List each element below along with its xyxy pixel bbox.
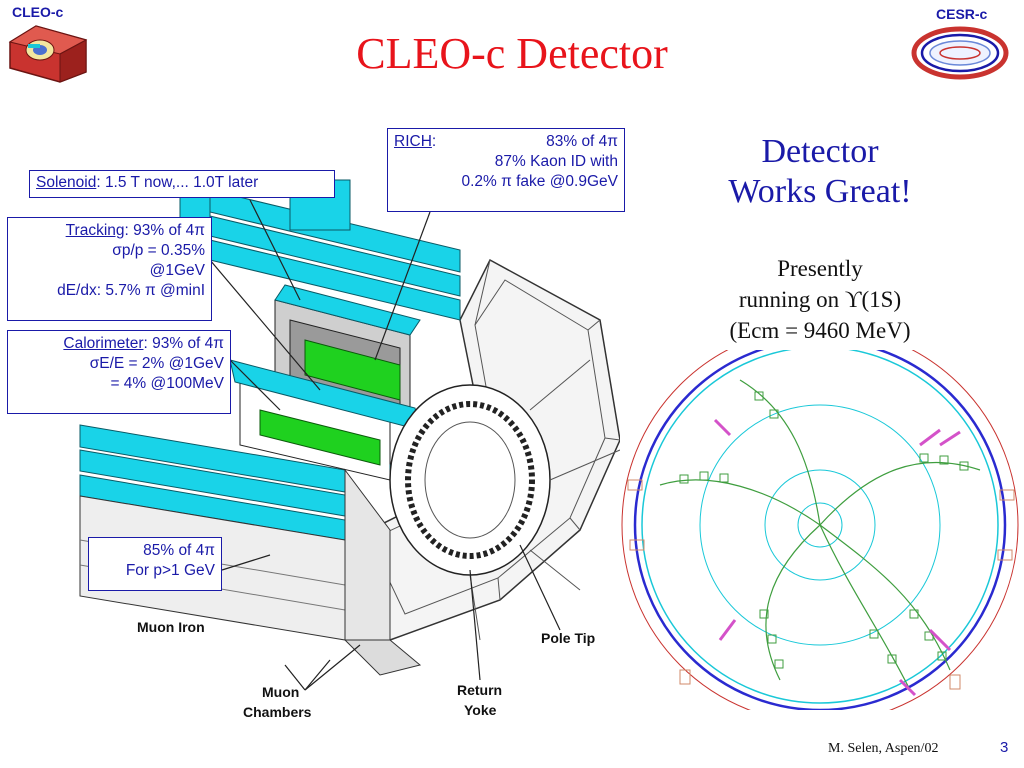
page-title: CLEO-c Detector bbox=[356, 29, 668, 78]
tracking-label: Tracking bbox=[65, 222, 125, 239]
page-number: 3 bbox=[1000, 739, 1009, 756]
solenoid-info-box: Solenoid: 1.5 T now,... 1.0T later bbox=[29, 170, 335, 198]
status-headline-line1: Detector bbox=[761, 133, 879, 170]
running-status: Presently running on ϒ(1S) (Ecm = 9460 M… bbox=[680, 253, 960, 346]
status-headline: Detector Works Great! bbox=[700, 132, 940, 212]
muon-chambers-label-line2: Chambers bbox=[243, 704, 312, 720]
muon-coverage: 85% of 4π bbox=[143, 542, 215, 559]
rich-fake-rate: 0.2% π fake @0.9GeV bbox=[461, 173, 618, 190]
rich-coverage: 83% of 4π bbox=[546, 133, 618, 150]
tracking-momentum-resolution: σp/p = 0.35% bbox=[112, 242, 205, 259]
cleo-c-logo-icon bbox=[8, 25, 88, 83]
rich-info-box: RICH: 83% of 4π 87% Kaon ID with 0.2% π … bbox=[387, 128, 625, 212]
solenoid-label: Solenoid bbox=[36, 174, 97, 191]
rich-colon: : bbox=[431, 133, 437, 150]
lower-frame bbox=[343, 468, 422, 676]
muon-iron-label: Muon Iron bbox=[137, 619, 205, 635]
status-headline-line2: Works Great! bbox=[728, 173, 912, 210]
tracking-dedx: dE/dx: 5.7% π @minI bbox=[57, 282, 205, 299]
cesr-c-ring-icon bbox=[911, 26, 1009, 80]
running-status-line2: running on ϒ(1S) bbox=[738, 287, 902, 312]
pole-tip-ring bbox=[389, 384, 551, 576]
tracking-coverage: : 93% of 4π bbox=[124, 222, 206, 239]
solenoid-field: : 1.5 T now,... 1.0T later bbox=[96, 174, 259, 191]
calorimeter-info-box: Calorimeter: 93% of 4π σE/E = 2% @1GeV =… bbox=[7, 330, 231, 414]
rich-label: RICH bbox=[394, 133, 432, 150]
pole-tip-label: Pole Tip bbox=[541, 630, 596, 646]
cleo-c-logo-label: CLEO-c bbox=[12, 4, 64, 20]
calorimeter-resolution-100mev: = 4% @100MeV bbox=[110, 375, 224, 392]
calorimeter-coverage: : 93% of 4π bbox=[143, 335, 225, 352]
return-yoke-label-line2: Yoke bbox=[464, 702, 497, 718]
event-display bbox=[620, 350, 1024, 710]
muon-info-box: 85% of 4π For p>1 GeV bbox=[88, 537, 222, 591]
cesr-c-logo-label: CESR-c bbox=[936, 6, 988, 22]
footer-credit: M. Selen, Aspen/02 bbox=[828, 741, 939, 756]
tracking-momentum-ref: @1GeV bbox=[149, 262, 205, 279]
calorimeter-label: Calorimeter bbox=[63, 335, 144, 352]
muon-chambers-label-line1: Muon bbox=[262, 684, 300, 700]
running-status-line3: (Ecm = 9460 MeV) bbox=[729, 318, 911, 343]
muon-momentum-threshold: For p>1 GeV bbox=[125, 562, 215, 579]
rich-kaon-id: 87% Kaon ID with bbox=[494, 153, 618, 170]
running-status-line1: Presently bbox=[777, 256, 863, 281]
tracking-info-box: Tracking: 93% of 4π σp/p = 0.35% @1GeV d… bbox=[7, 217, 212, 321]
calorimeter-resolution-1gev: σE/E = 2% @1GeV bbox=[89, 355, 224, 372]
return-yoke-label-line1: Return bbox=[457, 682, 503, 698]
